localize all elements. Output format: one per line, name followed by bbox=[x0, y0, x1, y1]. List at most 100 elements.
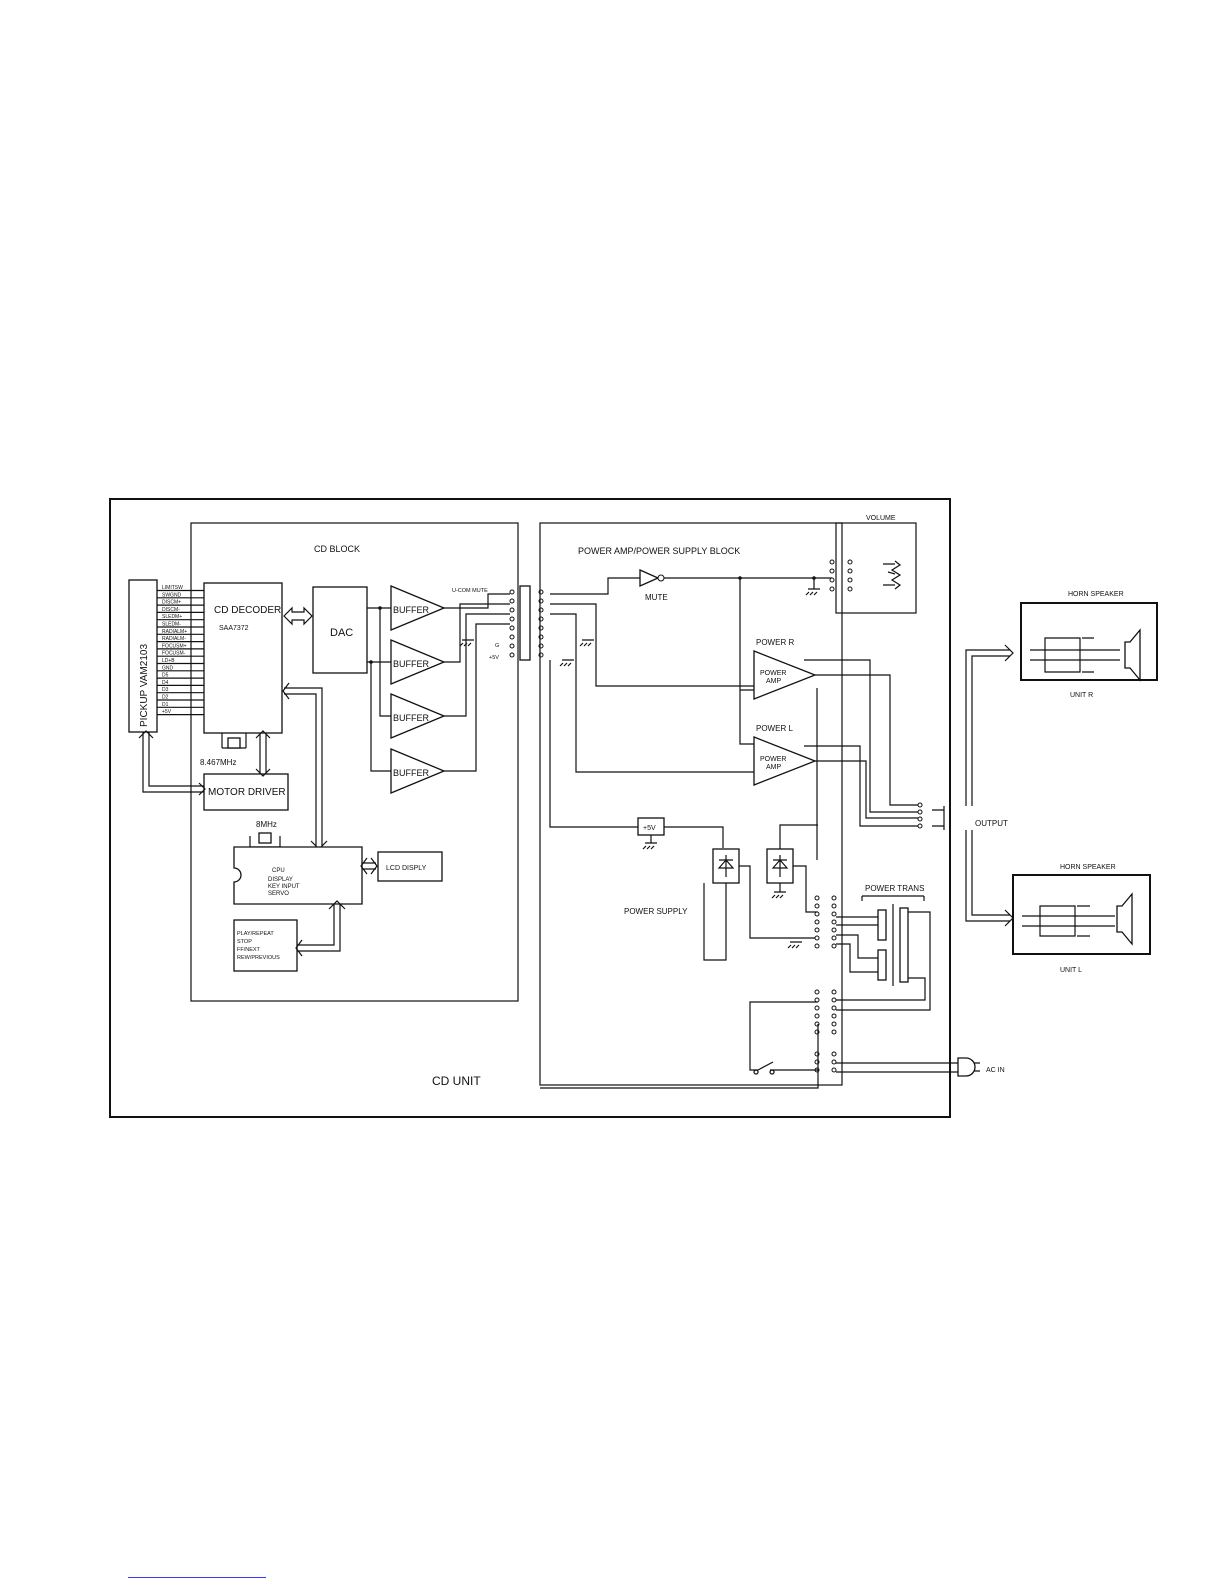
speaker-l-title: HORN SPEAKER bbox=[1060, 864, 1116, 871]
pickup-pin-label: FOCUSM- bbox=[162, 651, 186, 657]
volume-label: VOLUME bbox=[866, 515, 896, 522]
volume-connector-pin bbox=[847, 568, 853, 574]
cpu-block: CPU DISPLAY KEY INPUT SERVO bbox=[233, 846, 363, 905]
footer-link-line bbox=[128, 1577, 266, 1578]
regulator-wires bbox=[549, 660, 724, 850]
power-r-label: POWER R bbox=[756, 638, 794, 647]
connector-pin-cd-side bbox=[509, 652, 515, 658]
pickup-pin-label: DISCM- bbox=[162, 607, 180, 613]
connector-pin-cd-side bbox=[509, 625, 515, 631]
transformer-connector-pin bbox=[831, 943, 837, 949]
buffer-1: BUFFER bbox=[390, 585, 446, 631]
connector-pin-cd-side bbox=[509, 643, 515, 649]
output-connector-pin bbox=[917, 816, 923, 822]
volume-connector-pin bbox=[847, 577, 853, 583]
power-amp-r-line1: POWER bbox=[760, 670, 786, 677]
volume-connector-pin bbox=[829, 577, 835, 583]
output-connector-pin bbox=[917, 809, 923, 815]
decoder-cpu-arrow bbox=[282, 682, 328, 850]
volume-connector-pin bbox=[847, 559, 853, 565]
crystal-8467-label: 8.467MHz bbox=[200, 758, 236, 767]
output-label: OUTPUT bbox=[975, 819, 1008, 828]
buffer-2: BUFFER bbox=[390, 639, 446, 685]
pickup-pin-label: +5V bbox=[162, 709, 172, 715]
pickup-motor-arrow bbox=[138, 730, 206, 796]
transformer-connector-pin bbox=[831, 895, 837, 901]
ac-in-label: AC IN bbox=[986, 1067, 1005, 1074]
ground-symbols bbox=[459, 639, 802, 949]
pickup-pin-list: LIMITSWSWGNDDISCM+DISCM-SLEDM+SLEDM-RADI… bbox=[157, 585, 204, 716]
transformer-connector-pin bbox=[831, 1051, 837, 1057]
crystal-8mhz-label: 8MHz bbox=[256, 820, 277, 829]
connector-cd-side: U-COM MUTE G +5V bbox=[452, 585, 531, 661]
lcd-display-label: LCD DISPLY bbox=[386, 865, 427, 872]
transformer-connector-pin bbox=[831, 903, 837, 909]
key-play-repeat: PLAY/REPEAT bbox=[237, 931, 274, 937]
transformer-connector-pin bbox=[814, 1005, 820, 1011]
crystal-8mhz bbox=[258, 832, 272, 844]
cpu-key-input-label: KEY INPUT bbox=[268, 884, 300, 890]
volume-frame bbox=[835, 522, 917, 614]
transformer-connector-pin bbox=[831, 1059, 837, 1065]
transformer-connector-pin bbox=[831, 1005, 837, 1011]
pickup-pin-label: D3 bbox=[162, 687, 169, 693]
transformer-connector-pin bbox=[831, 911, 837, 917]
cpu-lcd-arrow bbox=[360, 857, 378, 875]
volume-connector-pin bbox=[829, 559, 835, 565]
buffer-4: BUFFER bbox=[390, 748, 446, 794]
transformer-connector-pin bbox=[814, 895, 820, 901]
pickup-label: PICKUP VAM2103 bbox=[139, 644, 150, 727]
power-trans-label: POWER TRANS bbox=[865, 884, 924, 893]
cd-unit-label: CD UNIT bbox=[432, 1074, 481, 1088]
buffer-2-label: BUFFER bbox=[393, 659, 430, 669]
horn-speaker-l: HORN SPEAKER UNIT L bbox=[1012, 864, 1151, 974]
crystal-8467: 8.467MHz bbox=[200, 733, 247, 767]
transformer-connector-pin bbox=[831, 1021, 837, 1027]
power-block-title: POWER AMP/POWER SUPPLY BLOCK bbox=[578, 546, 740, 556]
cd-block-frame bbox=[190, 522, 519, 1002]
pickup-pin-label: LD+B bbox=[162, 658, 175, 664]
pickup-pin-label: FOCUSM+ bbox=[162, 643, 187, 649]
output-jack bbox=[932, 806, 951, 830]
mute-wires bbox=[550, 577, 832, 745]
motor-driver bbox=[203, 773, 289, 811]
power-block-frame bbox=[539, 522, 843, 1086]
buffer-4-label: BUFFER bbox=[393, 768, 430, 778]
transformer-connector-pin bbox=[814, 927, 820, 933]
pickup-pin-label: SWGND bbox=[162, 592, 182, 598]
pickup-pin-label: GND bbox=[162, 665, 174, 671]
output-connector-pin bbox=[917, 802, 923, 808]
keys-block bbox=[233, 919, 298, 972]
transformer-connector-pin bbox=[814, 911, 820, 917]
rectifier-wires bbox=[703, 824, 818, 961]
buffer-3: BUFFER bbox=[390, 693, 446, 739]
connector-pin-cd-side bbox=[509, 634, 515, 640]
regulator-5v-label: +5V bbox=[643, 825, 656, 832]
keys-cpu-arrow bbox=[295, 900, 346, 957]
pickup-pin-label: LIMITSW bbox=[162, 585, 183, 591]
transformer-connector-pin bbox=[831, 1013, 837, 1019]
power-amp-r-line2: AMP bbox=[766, 678, 782, 685]
pickup-pin-label: D2 bbox=[162, 695, 169, 701]
output-to-speaker-l bbox=[965, 830, 1014, 927]
pickup-pin-label: D5 bbox=[162, 673, 169, 679]
mains-wires bbox=[540, 1001, 960, 1089]
transformer-connector-pin bbox=[831, 997, 837, 1003]
volume-pot bbox=[883, 560, 902, 590]
transformer-connector-pin bbox=[831, 919, 837, 925]
lcd-display bbox=[377, 851, 443, 882]
transformer-connector-pin bbox=[814, 989, 820, 995]
power-amp-l-line1: POWER bbox=[760, 756, 786, 763]
transformer-connector-pin bbox=[814, 919, 820, 925]
power-switch bbox=[753, 1061, 775, 1075]
pickup-pin-label: SLEDM+ bbox=[162, 614, 182, 620]
mute-buffer: MUTE bbox=[639, 568, 668, 602]
speaker-r-unit: UNIT R bbox=[1070, 692, 1093, 699]
pickup: PICKUP VAM2103 bbox=[128, 579, 158, 733]
rectifier-1 bbox=[712, 848, 740, 884]
dac-buffer-wires bbox=[367, 593, 510, 772]
conn-5v-label: +5V bbox=[489, 655, 499, 661]
transformer-connector-pin bbox=[831, 935, 837, 941]
power-amp-l-line2: AMP bbox=[766, 764, 782, 771]
